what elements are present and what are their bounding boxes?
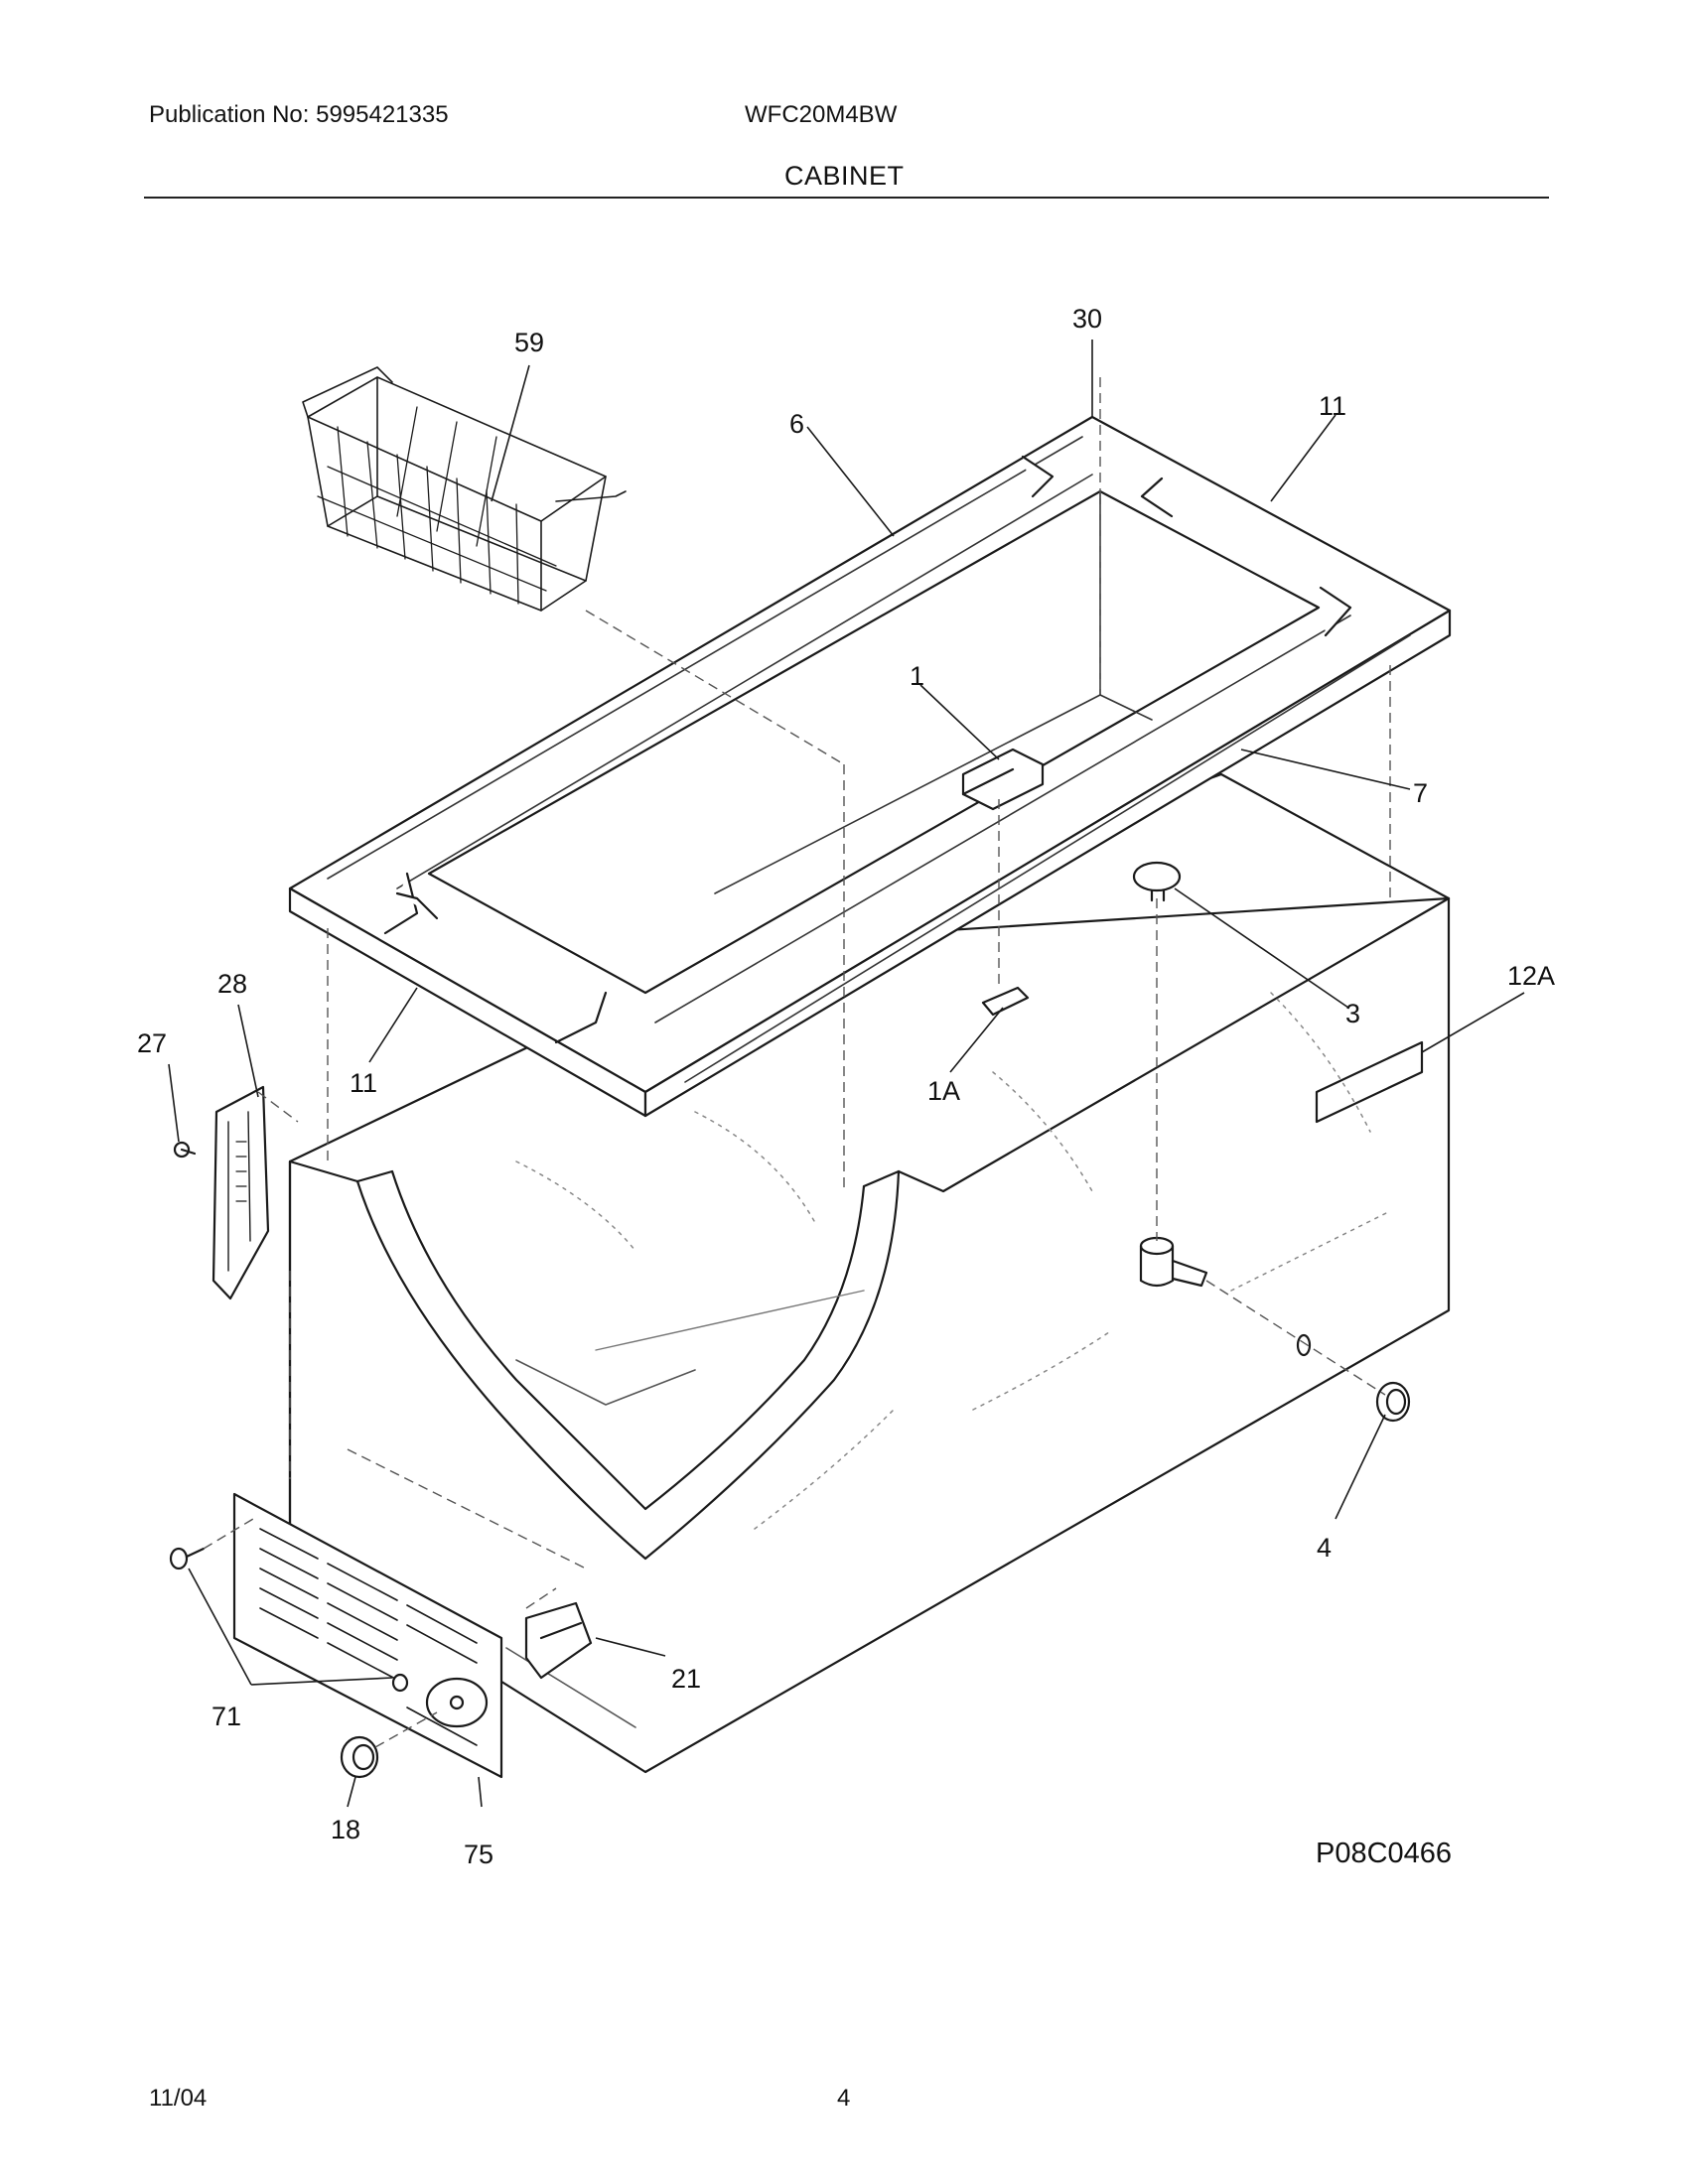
- callout-59: 59: [514, 328, 544, 357]
- callout-30: 30: [1072, 304, 1102, 334]
- callout-18: 18: [331, 1815, 360, 1844]
- clip-1A: [981, 986, 1030, 1017]
- wire-basket: [302, 366, 627, 612]
- drain-plug-4: [1375, 1381, 1411, 1423]
- callout-4: 4: [1317, 1533, 1332, 1563]
- model-number: WFC20M4BW: [745, 101, 898, 128]
- callout-12A: 12A: [1507, 961, 1555, 991]
- callout-71: 71: [211, 1702, 241, 1731]
- header-divider: [144, 197, 1549, 199]
- hinge-28: [211, 1085, 270, 1300]
- callout-1: 1: [910, 661, 924, 691]
- callout-11-top: 11: [1319, 391, 1346, 421]
- footer-date: 11/04: [149, 2085, 208, 2112]
- screw-27: [173, 1141, 197, 1159]
- callout-3: 3: [1345, 999, 1360, 1028]
- drain-cap-3: [1132, 861, 1182, 902]
- callout-7: 7: [1413, 778, 1428, 808]
- switch-21: [524, 1601, 593, 1680]
- page-number: 4: [837, 2085, 851, 2112]
- callout-21: 21: [671, 1664, 701, 1694]
- callout-28: 28: [217, 969, 247, 999]
- breaker-frame: [288, 415, 1452, 1118]
- publication-number: Publication No: 5995421335: [149, 101, 449, 128]
- callout-11-left: 11: [350, 1068, 377, 1098]
- callout-27: 27: [137, 1028, 167, 1058]
- grille-75: [232, 1492, 503, 1779]
- callout-1A: 1A: [927, 1076, 960, 1106]
- callout-75: 75: [464, 1840, 493, 1869]
- plug-18: [340, 1735, 379, 1779]
- drawing-code: P08C0466: [1316, 1838, 1452, 1869]
- callout-6: 6: [789, 409, 804, 439]
- screw-71: [169, 1547, 409, 1693]
- section-title: CABINET: [784, 161, 905, 191]
